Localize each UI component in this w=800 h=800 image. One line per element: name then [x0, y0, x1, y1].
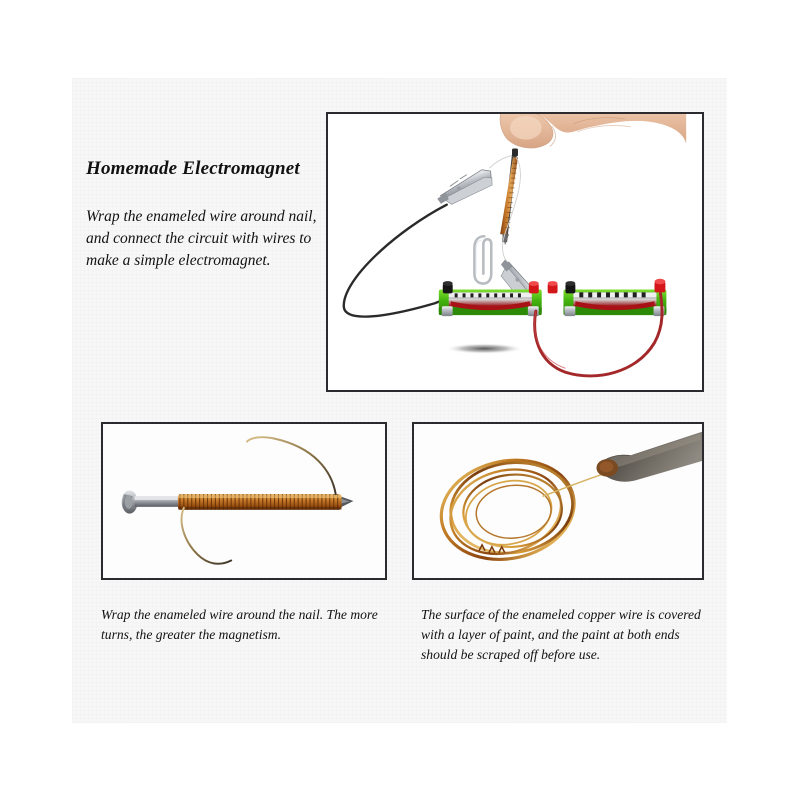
alligator-clip-left [437, 169, 493, 205]
nail-photo-panel [101, 422, 387, 580]
copper-coil [177, 494, 342, 510]
wire-lead-upper [245, 436, 337, 496]
copper-wound-nail [488, 148, 521, 271]
wire-lead-lower [180, 506, 233, 565]
red-wire [533, 291, 664, 378]
terminal-post-red-3 [547, 281, 558, 294]
hand-fingers [499, 114, 687, 149]
enameled-copper-wire-coil-photo [414, 424, 702, 578]
battery-holder-right [547, 278, 667, 317]
paperclip [473, 234, 493, 285]
page-title: Homemade Electromagnet [86, 158, 300, 179]
copper-wound-nail-photo [103, 424, 385, 578]
nail-shaft [134, 496, 180, 507]
wire-free-end [542, 473, 603, 497]
wire-coil [439, 458, 576, 561]
wire-caption: The surface of the enameled copper wire … [421, 607, 701, 662]
coil-twist [478, 543, 506, 554]
intro-paragraph: Wrap the enameled wire around nail, and … [86, 208, 317, 269]
terminal-post-black-2 [564, 281, 576, 317]
nail-head [121, 490, 138, 514]
main-photo-panel [326, 112, 704, 392]
black-wire [342, 203, 448, 318]
electromagnet-circuit-demo-photo [328, 114, 702, 390]
terminal-post-black-1 [441, 281, 453, 317]
nail-caption: Wrap the enameled wire around the nail. … [101, 607, 378, 642]
wire-photo-panel [412, 422, 704, 580]
intro-text-block: Homemade Electromagnet Wrap the enameled… [86, 158, 326, 272]
scraping-tool [596, 431, 702, 482]
drop-shadow [444, 343, 524, 355]
battery-holder-left [438, 281, 542, 317]
